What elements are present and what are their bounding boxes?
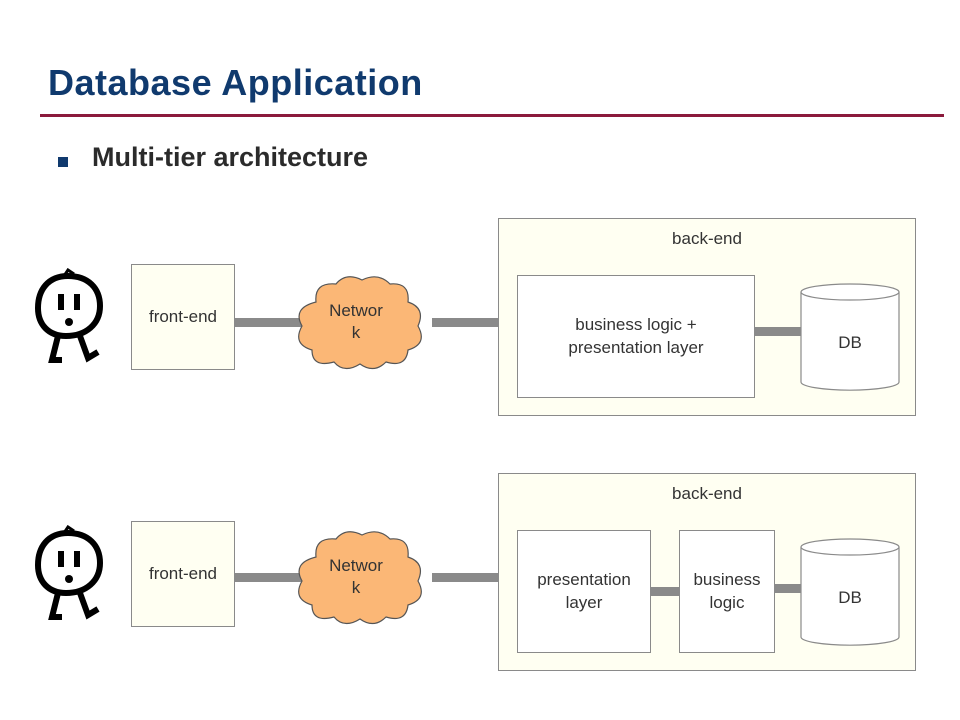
frontend-box: front-end bbox=[131, 521, 235, 627]
server-label-line1: business logic + bbox=[575, 314, 697, 334]
title-divider bbox=[40, 114, 944, 117]
connector-presentation-business bbox=[651, 587, 680, 596]
server-box: business logic + presentation layer bbox=[517, 275, 755, 398]
network-label: Networ k bbox=[306, 300, 406, 344]
person-icon bbox=[34, 525, 104, 620]
network-label-line1: Networ bbox=[329, 556, 383, 575]
frontend-box: front-end bbox=[131, 264, 235, 370]
network-cloud bbox=[298, 276, 422, 370]
connector-frontend-network bbox=[235, 573, 305, 582]
person-icon bbox=[34, 268, 104, 363]
slide-title: Database Application bbox=[48, 62, 423, 103]
slide-subtitle: Multi-tier architecture bbox=[92, 142, 369, 172]
frontend-label: front-end bbox=[148, 563, 218, 583]
presentation-label-line2: layer bbox=[565, 592, 603, 612]
frontend-label: front-end bbox=[148, 306, 218, 326]
network-cloud bbox=[298, 531, 422, 625]
business-label-line1: business bbox=[693, 569, 761, 589]
server-label-line2: presentation layer bbox=[568, 337, 704, 357]
connector-business-db bbox=[775, 584, 803, 593]
presentation-layer-box: presentation layer bbox=[517, 530, 651, 653]
network-label: Networ k bbox=[306, 555, 406, 599]
connector-server-db bbox=[755, 327, 803, 336]
business-label-line2: logic bbox=[709, 592, 745, 612]
bullet-square-icon bbox=[58, 157, 68, 167]
network-label-line2: k bbox=[351, 578, 361, 598]
connector-frontend-network bbox=[235, 318, 305, 327]
presentation-label-line1: presentation bbox=[537, 569, 631, 589]
backend-label: back-end bbox=[672, 484, 742, 503]
db-label: DB bbox=[838, 333, 862, 352]
network-label-line1: Networ bbox=[329, 301, 383, 320]
database-cylinder bbox=[800, 538, 900, 646]
connector-network-backend bbox=[432, 318, 499, 327]
network-label-line2: k bbox=[351, 323, 361, 343]
business-logic-box: business logic bbox=[679, 530, 775, 653]
db-label: DB bbox=[838, 588, 862, 607]
backend-label: back-end bbox=[672, 229, 742, 248]
database-cylinder bbox=[800, 283, 900, 391]
connector-network-backend bbox=[432, 573, 499, 582]
